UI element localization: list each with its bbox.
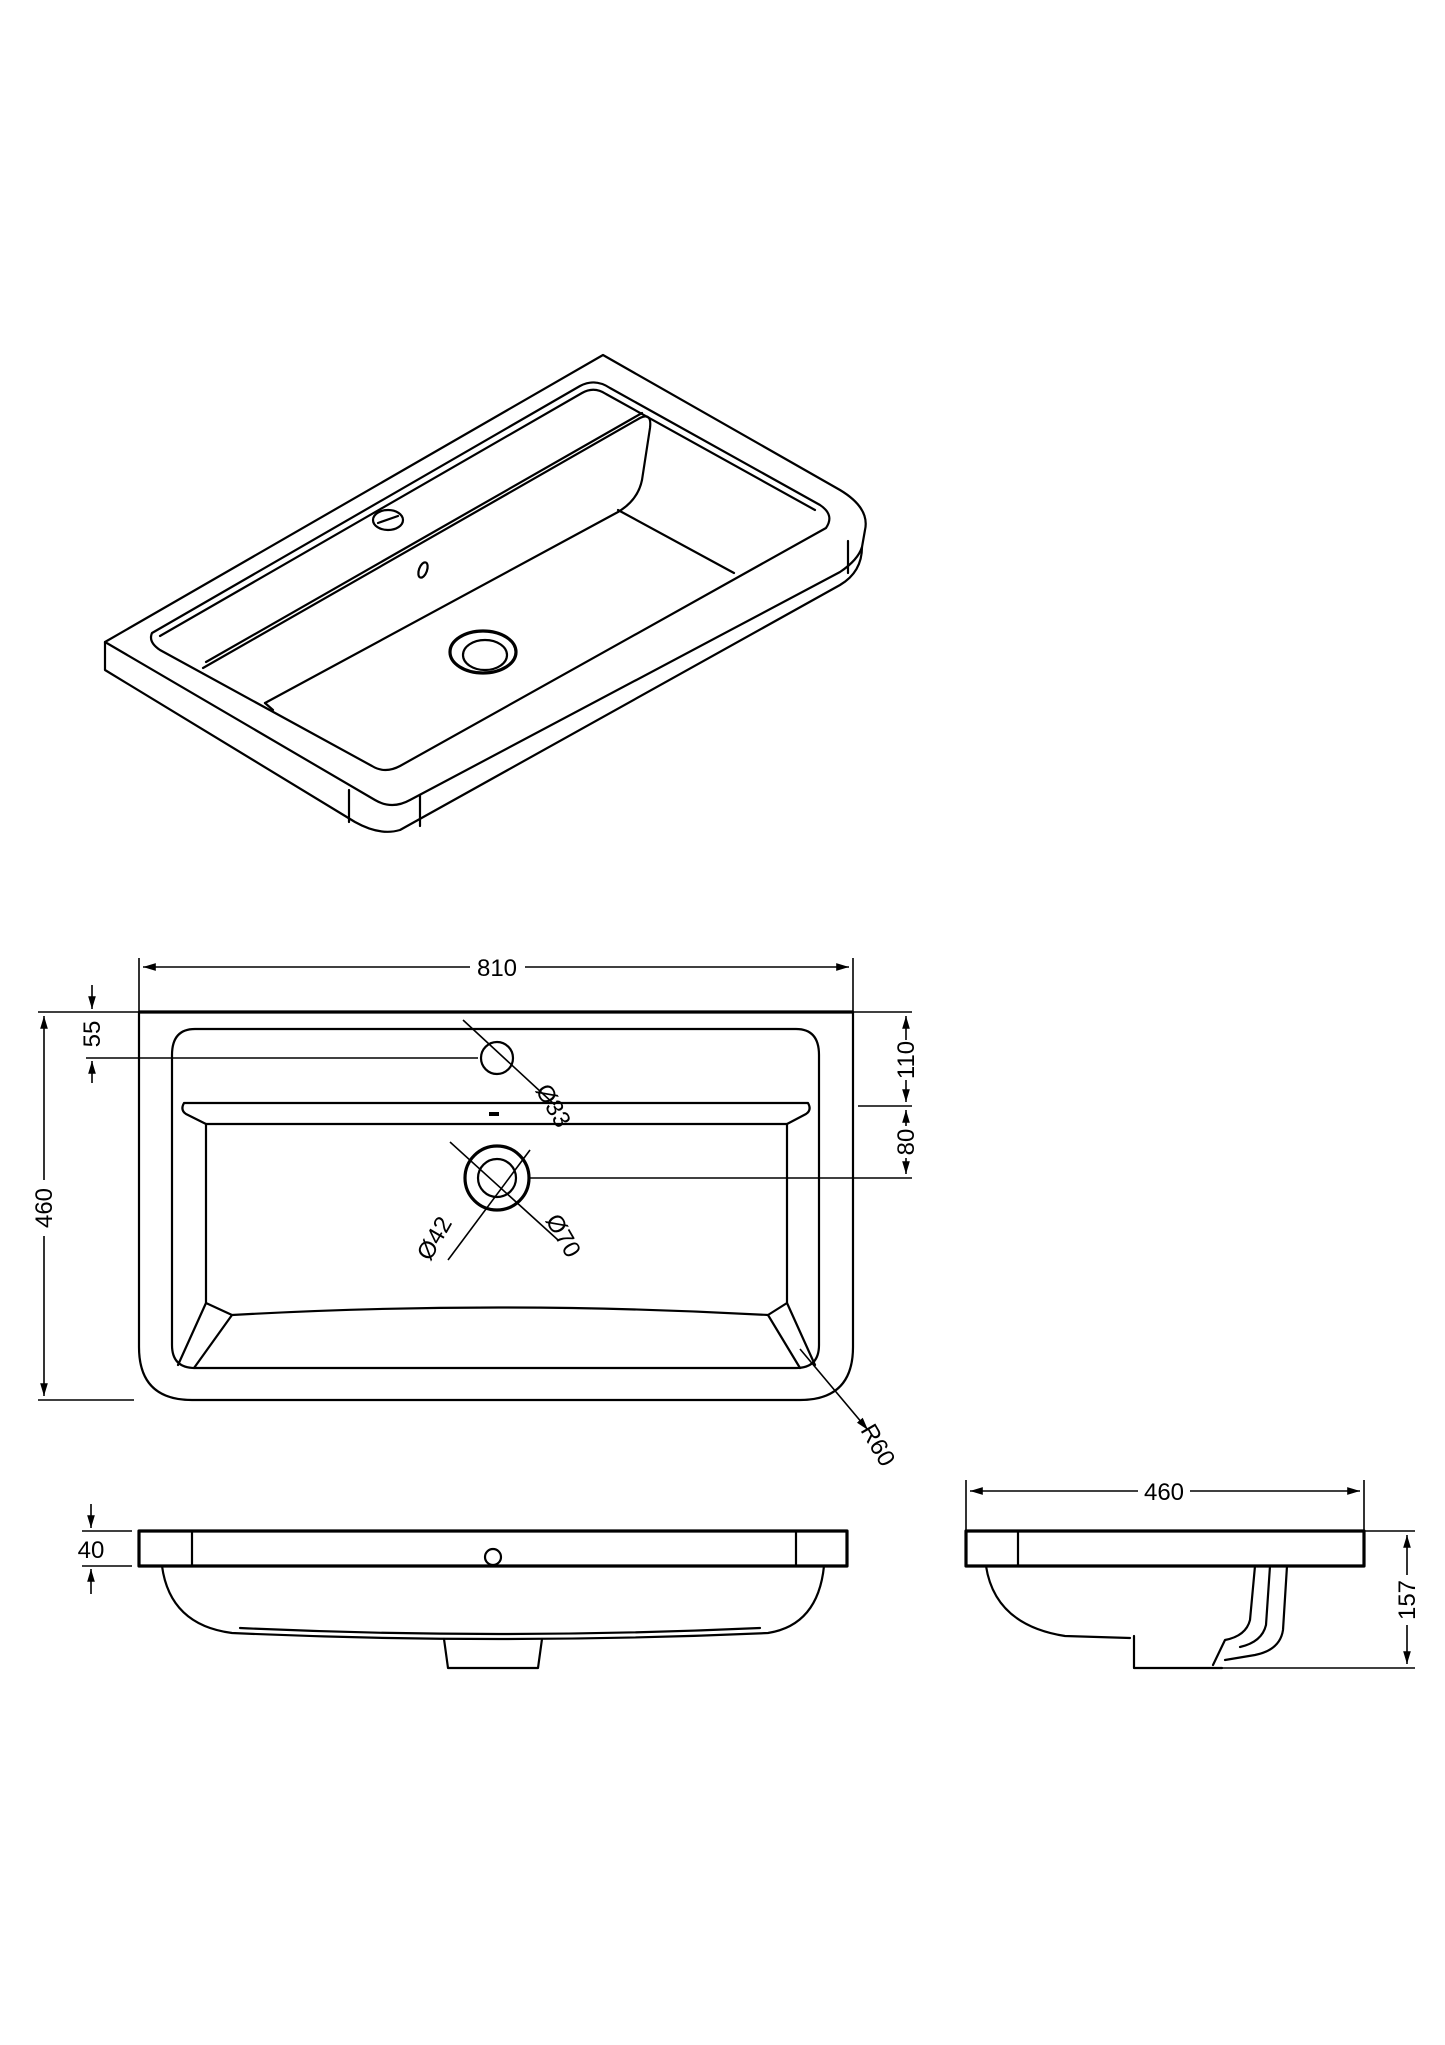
iso-overflow-slot (417, 561, 429, 579)
iso-corner-line (347, 539, 850, 828)
iso-basin-rim (149, 381, 831, 772)
iso-waste-inner (461, 638, 509, 672)
iso-top-outline (103, 353, 867, 807)
plan-bowl (204, 1122, 789, 1317)
plan-waste-inner (476, 1157, 518, 1199)
iso-waste-outer (448, 629, 518, 675)
dim-side-depth-label: 460 (1144, 1479, 1184, 1506)
plan-waste-outer (463, 1144, 531, 1212)
plan-outline (137, 1010, 855, 1402)
front-bowl (160, 1564, 826, 1641)
dim-shelf-to-waste-label: 80 (893, 1129, 920, 1156)
side-overflow-channel (1211, 1564, 1289, 1667)
front-overflow-hole (483, 1547, 503, 1567)
iso-shelf-edge-2 (204, 411, 644, 664)
isometric-view (103, 353, 867, 833)
iso-tap-hole-line (376, 514, 400, 525)
iso-basin-rim-inner (158, 388, 817, 638)
iso-shelf-edge (201, 415, 652, 705)
plan-overflow-slot (489, 1112, 499, 1116)
plan-tap-hole (479, 1040, 515, 1076)
dim-corner-radius-label: R60 (855, 1420, 900, 1472)
plan-view: 810 460 55 110 80 Ø33 Ø42 Ø70 R60 (31, 955, 920, 1471)
side-bowl (984, 1564, 1132, 1640)
front-waste-spout (442, 1637, 544, 1670)
side-elevation: 460 157 (964, 1479, 1421, 1670)
dim-slab-thickness-label: 40 (78, 1537, 105, 1564)
dim-overall-height-label: 157 (1394, 1580, 1421, 1620)
iso-tap-hole (371, 508, 405, 532)
dim-depth-label: 460 (31, 1188, 58, 1228)
dim-width-label: 810 (477, 955, 517, 982)
iso-bowl-floor-edge (263, 508, 736, 712)
side-spout (1132, 1634, 1224, 1670)
iso-front-edge (103, 545, 864, 833)
plan-bowl-chamfer (176, 1301, 817, 1370)
plan-basin-rim (170, 1027, 821, 1370)
dim-overflow-offset-label: 55 (79, 1021, 106, 1048)
dim-tap-to-shelf-label: 110 (893, 1041, 920, 1079)
dim-waste-outer-label: Ø70 (540, 1210, 586, 1263)
front-elevation: 40 (78, 1504, 849, 1670)
side-slab (964, 1529, 1366, 1568)
